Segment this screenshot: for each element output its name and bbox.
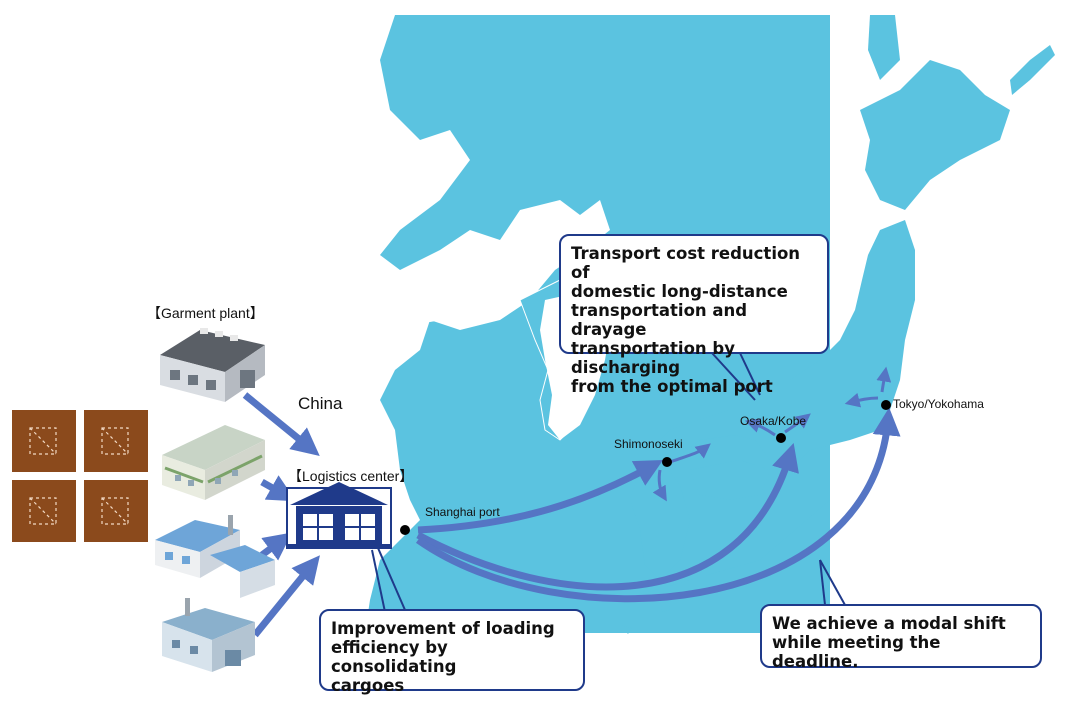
factory-icon — [155, 515, 275, 598]
china-land — [288, 15, 610, 633]
garment-plant-label: 【Garment plant】 — [147, 305, 264, 321]
callout-line: efficiency by consolidating — [331, 638, 457, 676]
callout-cost-pointer-2 — [739, 352, 761, 396]
japan-land — [620, 15, 1055, 634]
domestic-arrow-osaka-2 — [784, 413, 811, 434]
feeder-arrow-4 — [252, 555, 320, 638]
callout-line: Transport cost reduction of — [571, 244, 801, 282]
port-dot-shanghai — [400, 525, 410, 535]
callout-line: Improvement of loading — [331, 619, 555, 638]
domestic-arrow-osaka-1 — [744, 418, 776, 437]
garment-plant-icon — [160, 328, 265, 402]
route-shanghai-tokyo — [415, 407, 901, 603]
port-dot-osaka — [776, 433, 786, 443]
callout-loading-pointer — [377, 547, 406, 611]
callout-modal-pointer — [819, 559, 846, 606]
feeder-arrow-1 — [242, 392, 320, 456]
shandong — [395, 285, 490, 322]
callout-loading-pointer-2 — [371, 549, 386, 613]
shanghai-port-label: Shanghai port — [425, 505, 500, 519]
factory-icon — [162, 598, 255, 672]
feeder-arrow-2 — [260, 475, 296, 502]
domestic-arrow-tokyo-2 — [876, 366, 892, 393]
domestic-arrow-tokyo-1 — [844, 392, 879, 408]
shimonoseki-label: Shimonoseki — [614, 437, 683, 451]
callout-line: transportation and drayage — [571, 301, 748, 339]
callout-line: while meeting the deadline. — [772, 633, 941, 671]
callout-line: transportation by discharging — [571, 339, 735, 377]
callout-cost-pointer — [711, 352, 756, 401]
china-label: China — [298, 394, 343, 413]
tokyo-yokohama-label: Tokyo/Yokohama — [893, 397, 984, 411]
callout-modal-pointer-2 — [819, 559, 826, 606]
factory-icon — [162, 425, 265, 500]
route-shanghai-shimonoseki — [417, 459, 664, 534]
osaka-kobe-label: Osaka/Kobe — [740, 414, 807, 428]
logistics-center-icon — [286, 482, 392, 549]
callout-line: domestic long-distance — [571, 282, 788, 301]
callout-modal-shift: We achieve a modal shift while meeting t… — [760, 604, 1042, 671]
logistics-center-label: 【Logistics center】 — [288, 468, 414, 484]
domestic-arrow-shimonoseki-1 — [669, 443, 711, 464]
port-dot-tokyo — [881, 400, 891, 410]
feeder-arrow-3 — [259, 532, 293, 561]
cargo-box-icon — [12, 410, 148, 542]
callout-line: We achieve a modal shift — [772, 614, 1006, 633]
callout-line: cargoes — [331, 676, 405, 695]
callout-line: from the optimal port — [571, 377, 773, 396]
callout-cost-reduction: Transport cost reduction of domestic lon… — [559, 234, 829, 396]
sea-east — [620, 15, 830, 630]
port-dot-shimonoseki — [662, 457, 672, 467]
route-shanghai-osaka — [416, 442, 799, 591]
domestic-arrow-shimonoseki-2 — [652, 469, 667, 502]
callout-loading-efficiency: Improvement of loading efficiency by con… — [319, 609, 585, 695]
